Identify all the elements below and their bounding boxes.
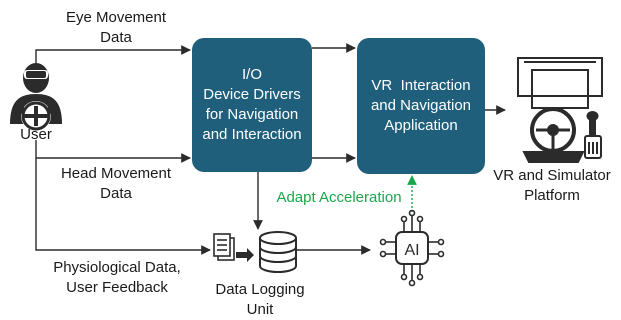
user-label: User bbox=[20, 126, 52, 143]
user-vr-headset-icon bbox=[10, 63, 62, 131]
ai-chip-text: AI bbox=[404, 242, 419, 259]
vr-box-line-2: and Navigation bbox=[370, 97, 472, 114]
platform-label: VR and Simulator Platform bbox=[493, 167, 611, 204]
io-box-line-3: for Navigation bbox=[205, 106, 299, 123]
io-box-line-1: I/O bbox=[241, 66, 262, 83]
eye-movement-label: Eye Movement Data bbox=[65, 9, 167, 46]
vr-application-box: VR Interaction and Navigation Applicatio… bbox=[357, 38, 485, 174]
driving-simulator-icon bbox=[517, 57, 603, 163]
adapt-acceleration-label: Adapt Acceleration bbox=[276, 189, 402, 206]
arrow-head-movement bbox=[35, 140, 191, 163]
physiological-label: Physiological Data, User Feedback bbox=[53, 259, 181, 296]
arrow-eye-movement bbox=[35, 45, 191, 76]
head-movement-label: Head Movement Data bbox=[60, 165, 172, 202]
document-transfer-icon bbox=[213, 233, 254, 262]
database-icon bbox=[259, 231, 297, 273]
vr-box-line-3: Application bbox=[384, 117, 458, 134]
io-box-line-4: and Interaction bbox=[202, 126, 302, 143]
arrow-physiological bbox=[35, 158, 211, 255]
io-box-line-2: Device Drivers bbox=[203, 86, 301, 103]
vr-box-line-1: VR Interaction bbox=[371, 77, 471, 94]
data-logging-label: Data Logging Unit bbox=[215, 281, 305, 318]
io-device-drivers-box: I/O Device Drivers for Navigation and In… bbox=[192, 38, 312, 172]
ai-chip-icon: AI bbox=[379, 209, 445, 287]
